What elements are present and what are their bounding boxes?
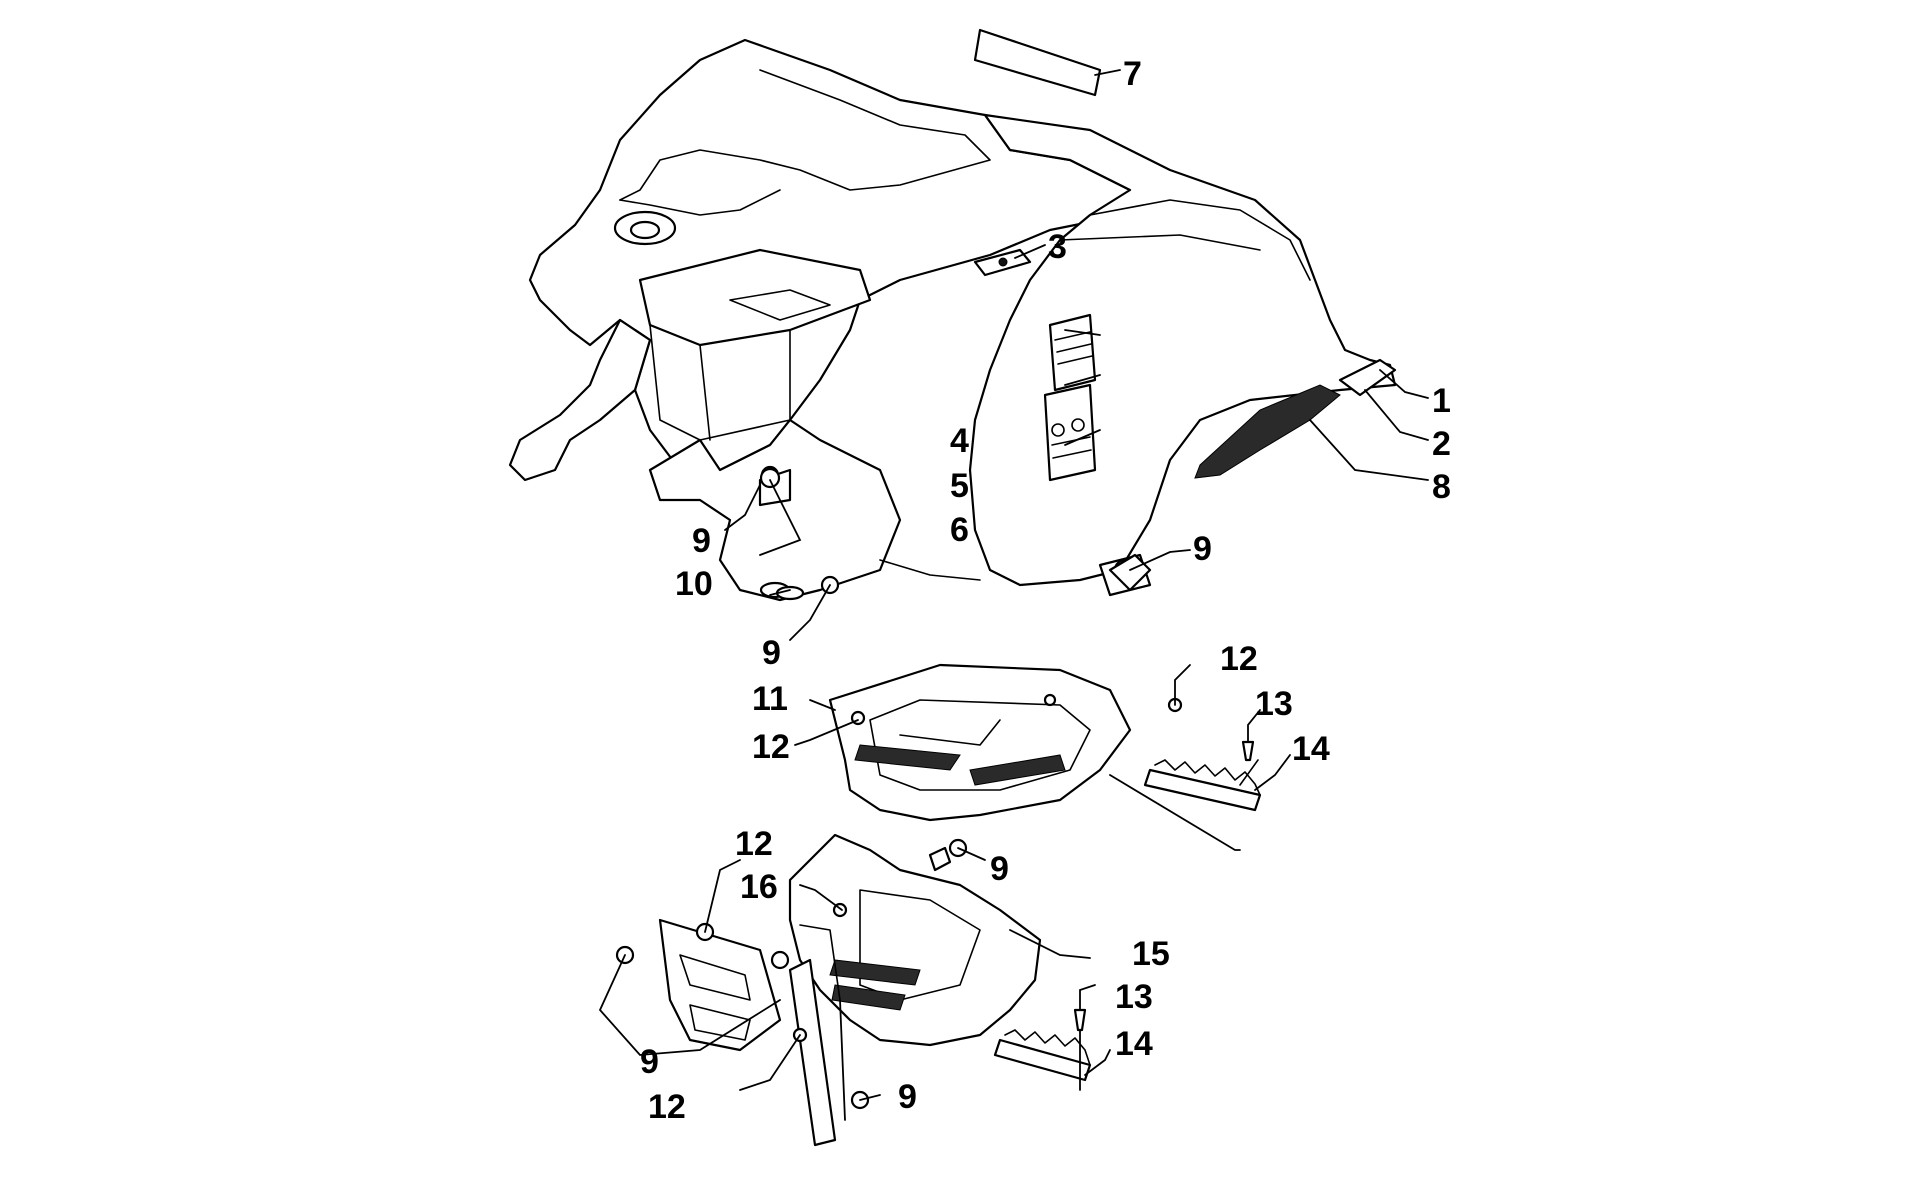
- callout-9-lower-top: 9: [990, 850, 1009, 888]
- callout-1: 1: [1432, 382, 1451, 420]
- fastener-9-upper-left: [759, 467, 781, 489]
- callout-15: 15: [1132, 935, 1170, 973]
- callout-16: 16: [740, 868, 778, 906]
- center-footwell: [828, 663, 1132, 822]
- callout-14-lower: 14: [1115, 1025, 1153, 1063]
- callout-labels: 1 2 3 4 5 6 7 8 9 9 9 9 9 9 10 11 12 12 …: [640, 55, 1451, 1126]
- callout-9-middle: 9: [762, 634, 781, 672]
- callout-7: 7: [1123, 55, 1142, 93]
- callout-14-upper: 14: [1292, 730, 1330, 768]
- callout-12-lower-bottom: 12: [648, 1088, 686, 1126]
- callout-13-upper: 13: [1255, 685, 1293, 723]
- footrest-upper: [1143, 740, 1262, 812]
- callout-8: 8: [1432, 468, 1451, 506]
- callout-9-lower-bottom: 9: [898, 1078, 917, 1116]
- footwell-side-panel: [615, 833, 1042, 1147]
- callout-9-upper-right: 9: [1193, 530, 1212, 568]
- callout-13-lower: 13: [1115, 978, 1153, 1016]
- callout-12-lower-top: 12: [735, 825, 773, 863]
- leader-lines: [598, 69, 1429, 1121]
- fastener-9-upper-right: [1108, 553, 1152, 592]
- callout-6: 6: [950, 511, 969, 549]
- callout-9-upper-left: 9: [692, 522, 711, 560]
- callout-9-lower-left: 9: [640, 1043, 659, 1081]
- callout-4: 4: [950, 422, 969, 460]
- callout-12-middle: 12: [752, 728, 790, 766]
- footrest-lower: [993, 1008, 1092, 1082]
- rear-fender-body: [508, 28, 1397, 602]
- callout-5: 5: [950, 467, 969, 505]
- callout-12-right: 12: [1220, 640, 1258, 678]
- callout-3: 3: [1048, 228, 1067, 266]
- callout-10: 10: [675, 565, 713, 603]
- callout-2: 2: [1432, 425, 1451, 463]
- callout-11: 11: [752, 680, 788, 718]
